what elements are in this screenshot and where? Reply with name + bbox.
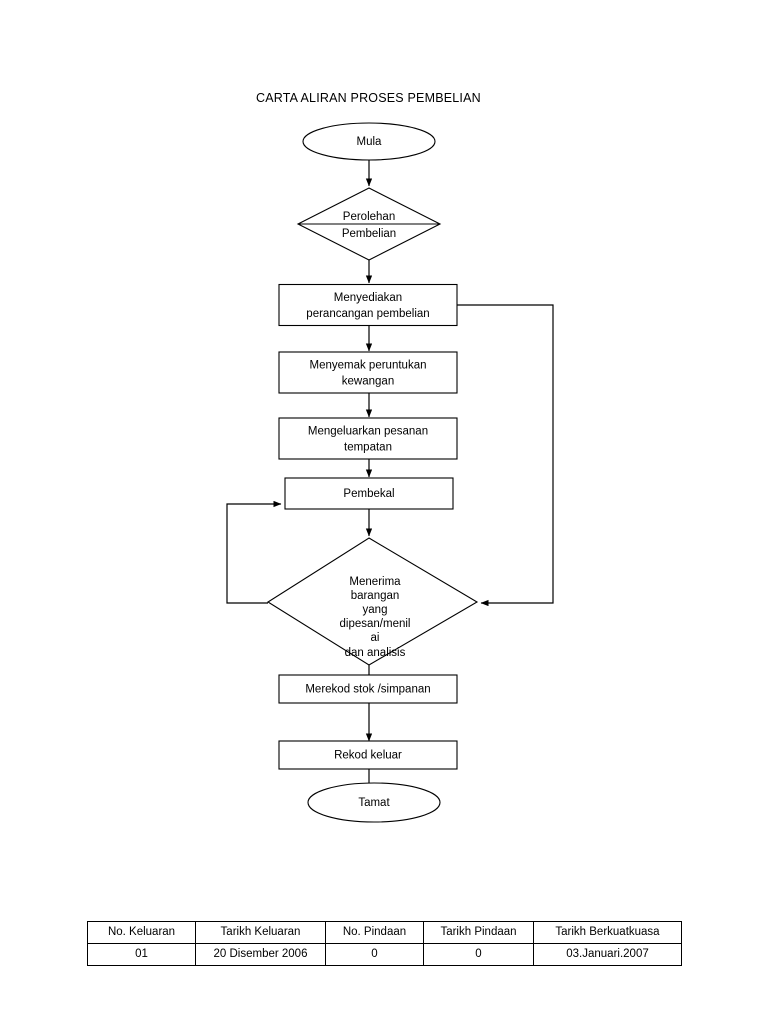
page-title: CARTA ALIRAN PROSES PEMBELIAN bbox=[256, 91, 481, 105]
process1-label-line1: Menyediakan bbox=[334, 292, 402, 304]
node-start[interactable]: Mula bbox=[302, 122, 436, 161]
process3-box-shape bbox=[278, 417, 458, 460]
column-header-tarikh-keluaran: Tarikh Keluaran bbox=[195, 921, 326, 944]
table-header-row: No. Keluaran Tarikh Keluaran No. Pindaan… bbox=[87, 921, 682, 944]
process3-label-line1: Mengeluarkan pesanan bbox=[308, 426, 428, 438]
decision2-label-line6: dan analisis bbox=[345, 647, 406, 659]
node-process-pembekal[interactable]: Pembekal bbox=[284, 477, 454, 510]
node-process-rekod-keluar[interactable]: Rekod keluar bbox=[278, 740, 458, 770]
connectors bbox=[226, 160, 554, 801]
node-decision-perolehan[interactable]: Perolehan Pembelian bbox=[296, 187, 442, 261]
process3-label-line2: tempatan bbox=[344, 442, 392, 454]
table-row: 01 20 Disember 2006 0 0 03.Januari.2007 bbox=[87, 943, 682, 966]
column-header-tarikh-berkuatkuasa: Tarikh Berkuatkuasa bbox=[533, 921, 682, 944]
column-header-no-pindaan: No. Pindaan bbox=[325, 921, 424, 944]
process2-box-shape bbox=[278, 351, 458, 394]
process2-label-line1: Menyemak peruntukan bbox=[310, 360, 427, 372]
start-ellipse-shape bbox=[302, 122, 436, 161]
cell-tarikh-pindaan: 0 bbox=[423, 943, 534, 966]
column-header-tarikh-pindaan: Tarikh Pindaan bbox=[423, 921, 534, 944]
process4-label: Pembekal bbox=[343, 488, 394, 500]
node-process-menyemak[interactable]: Menyemak peruntukan kewangan bbox=[278, 351, 458, 394]
node-decision-menerima[interactable]: Menerima barangan yang dipesan/menil ai … bbox=[266, 537, 479, 666]
process5-label: Merekod stok /simpanan bbox=[305, 684, 430, 696]
node-end[interactable]: Tamat bbox=[307, 782, 441, 823]
edge-feedback-process1-to-decision2 bbox=[457, 304, 554, 607]
node-process-merekod[interactable]: Merekod stok /simpanan bbox=[278, 674, 458, 704]
end-label: Tamat bbox=[358, 797, 390, 809]
cell-tarikh-berkuatkuasa: 03.Januari.2007 bbox=[533, 943, 682, 966]
node-process-menyediakan[interactable]: Menyediakan perancangan pembelian bbox=[278, 283, 458, 327]
end-ellipse-shape bbox=[307, 782, 441, 823]
cell-tarikh-keluaran: 20 Disember 2006 bbox=[195, 943, 326, 966]
decision2-label-line1: Menerima bbox=[349, 576, 401, 588]
decision2-diamond-shape bbox=[266, 537, 479, 666]
cell-no-pindaan: 0 bbox=[325, 943, 424, 966]
process2-label-line2: kewangan bbox=[342, 376, 394, 388]
decision2-label-line5: ai bbox=[371, 632, 380, 644]
start-label: Mula bbox=[357, 136, 383, 148]
process4-box-shape bbox=[284, 477, 454, 510]
cell-no-keluaran: 01 bbox=[87, 943, 196, 966]
decision1-label-line2: Pembelian bbox=[342, 228, 396, 240]
process1-label-line2: perancangan pembelian bbox=[306, 308, 429, 320]
decision2-label-line2: barangan bbox=[351, 590, 400, 602]
node-process-mengeluarkan[interactable]: Mengeluarkan pesanan tempatan bbox=[278, 417, 458, 460]
edge-feedback-decision2-to-process4 bbox=[226, 500, 282, 604]
revision-table: No. Keluaran Tarikh Keluaran No. Pindaan… bbox=[87, 921, 682, 966]
decision1-label-line1: Perolehan bbox=[343, 211, 395, 223]
process6-label: Rekod keluar bbox=[334, 750, 402, 762]
process6-box-shape bbox=[278, 740, 458, 770]
decision2-label-line3: yang bbox=[363, 604, 388, 616]
process5-box-shape bbox=[278, 674, 458, 704]
column-header-no-keluaran: No. Keluaran bbox=[87, 921, 196, 944]
process1-box-shape bbox=[278, 283, 458, 327]
decision2-label-line4: dipesan/menil bbox=[340, 618, 411, 630]
